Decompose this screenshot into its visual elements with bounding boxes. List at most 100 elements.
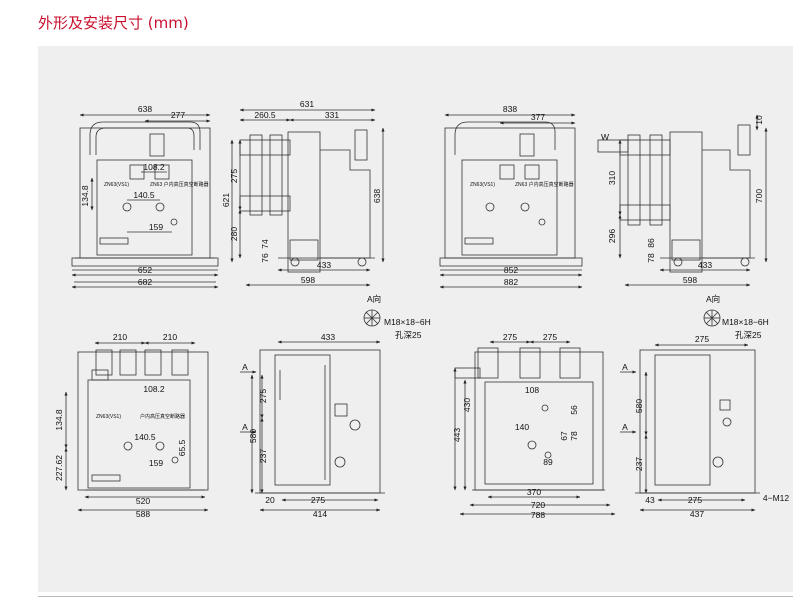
- front-view-top-left: [71, 113, 219, 289]
- dim-label: 20: [265, 495, 275, 505]
- panel-label: 户内高压真空断路器: [140, 413, 185, 420]
- dim-label: 682: [138, 277, 152, 287]
- dim-label: 140.5: [134, 432, 156, 442]
- dim-label: 140: [515, 422, 529, 432]
- dim-label: 76: [260, 253, 270, 263]
- front-view-bottom-right: [453, 340, 616, 516]
- dim-label: 237: [634, 457, 644, 471]
- a-view-symbol-left: [363, 309, 381, 327]
- a-view-notes: A向 M18×18−6H 孔深25 A向 M18×18−6H 孔深25: [367, 294, 769, 340]
- dim-label: 414: [313, 509, 327, 519]
- a-view-title: A向: [706, 294, 720, 304]
- dim-label: 638: [138, 104, 152, 114]
- dim-label: 134.8: [80, 185, 90, 207]
- dim-label: 275: [311, 495, 325, 505]
- dim-label: 159: [149, 458, 163, 468]
- dim-label: 277: [171, 110, 185, 120]
- dim-label: 275: [503, 332, 517, 342]
- panel-label: ZN63(VS1): [96, 414, 121, 420]
- dim-label: 788: [531, 510, 545, 520]
- dim-label: 433: [698, 260, 712, 270]
- dim-label: 720: [531, 500, 545, 510]
- dim-label: 275: [258, 389, 268, 403]
- dim-label: 108: [525, 385, 539, 395]
- a-view-thread: M18×18−6H: [722, 317, 769, 327]
- dim-label: 67: [559, 431, 569, 441]
- a-marker: A: [622, 362, 628, 372]
- dim-label: 631: [300, 99, 314, 109]
- dim-label: 838: [503, 104, 517, 114]
- dim-label: 275: [543, 332, 557, 342]
- panel-label: ZN63(VS1): [104, 182, 129, 188]
- dim-label: 275: [688, 495, 702, 505]
- side-view-top-left: [230, 108, 385, 287]
- dim-label: 140.5: [133, 190, 155, 200]
- dim-label: 588: [136, 509, 150, 519]
- dim-label: 580: [634, 399, 644, 413]
- a-marker: A: [242, 422, 248, 432]
- panel-text: ZN63(VS1) ZN63 户内高压真空断路器 ZN63(VS1) ZN63 …: [96, 181, 574, 420]
- side-view-bottom-right: [620, 343, 760, 512]
- dim-label: 134.8: [54, 409, 64, 431]
- a-view-depth: 孔深25: [735, 330, 762, 340]
- dim-label: 275: [695, 334, 709, 344]
- dim-label: 4−M12: [763, 493, 789, 503]
- a-marker: A: [622, 422, 628, 432]
- dim-label: 210: [163, 332, 177, 342]
- dim-label: 74: [260, 239, 270, 249]
- dim-label: 310: [607, 171, 617, 185]
- dim-label: 852: [504, 265, 518, 275]
- dim-label: 443: [452, 428, 462, 442]
- dim-label: 10: [754, 115, 764, 125]
- dim-label: 89: [543, 457, 553, 467]
- dim-label: 296: [607, 229, 617, 243]
- panel-label: ZN63 户内高压真空断路器: [515, 181, 574, 188]
- dim-label: 86: [646, 238, 656, 248]
- a-view-thread: M18×18−6H: [384, 317, 431, 327]
- panel-label: ZN63 户内高压真空断路器: [150, 181, 209, 188]
- divider: [38, 596, 793, 597]
- a-marker: A: [242, 362, 248, 372]
- dim-label: 275: [229, 169, 239, 183]
- dim-label: 433: [321, 332, 335, 342]
- dim-label: 108.2: [143, 162, 165, 172]
- a-view-symbol-right: [703, 309, 721, 327]
- dim-label: 430: [462, 398, 472, 412]
- dim-label: 227.62: [54, 455, 64, 481]
- dim-label: 520: [136, 496, 150, 506]
- dim-label: 237: [258, 449, 268, 463]
- dim-label: 433: [317, 260, 331, 270]
- dim-label: 43: [645, 495, 655, 505]
- front-view-bottom-left: [64, 341, 209, 512]
- dim-label: 377: [531, 112, 545, 122]
- dimension-labels: 638 277 108.2 134.8 140.5 159 652 682 63…: [54, 99, 789, 520]
- dim-label: 108.2: [143, 384, 165, 394]
- front-view-top-right: [439, 113, 583, 289]
- dim-label: 598: [683, 275, 697, 285]
- dim-label: 210: [113, 332, 127, 342]
- dim-label: 882: [504, 277, 518, 287]
- dim-label: 370: [527, 487, 541, 497]
- dim-label: 700: [754, 189, 764, 203]
- dim-label: 621: [221, 193, 231, 207]
- dim-label: 638: [372, 189, 382, 203]
- dim-label: 78: [646, 253, 656, 263]
- panel-label: ZN63(VS1): [470, 182, 495, 188]
- side-view-bottom-left: [240, 340, 385, 512]
- dim-label: 580: [248, 429, 258, 443]
- dim-label: 598: [301, 275, 315, 285]
- dim-label: 331: [325, 110, 339, 120]
- side-view-top-right: [597, 114, 768, 287]
- dim-label: 260.5: [254, 110, 276, 120]
- dim-label: 65.5: [177, 439, 187, 456]
- dim-label: 652: [138, 265, 152, 275]
- dim-label: 78: [569, 431, 579, 441]
- a-view-title: A向: [367, 294, 381, 304]
- dim-label: 159: [149, 222, 163, 232]
- page-title: 外形及安装尺寸 (mm): [38, 14, 189, 32]
- a-view-depth: 孔深25: [395, 330, 422, 340]
- dim-label: 56: [569, 405, 579, 415]
- dim-label: 437: [690, 509, 704, 519]
- dim-label: 280: [229, 227, 239, 241]
